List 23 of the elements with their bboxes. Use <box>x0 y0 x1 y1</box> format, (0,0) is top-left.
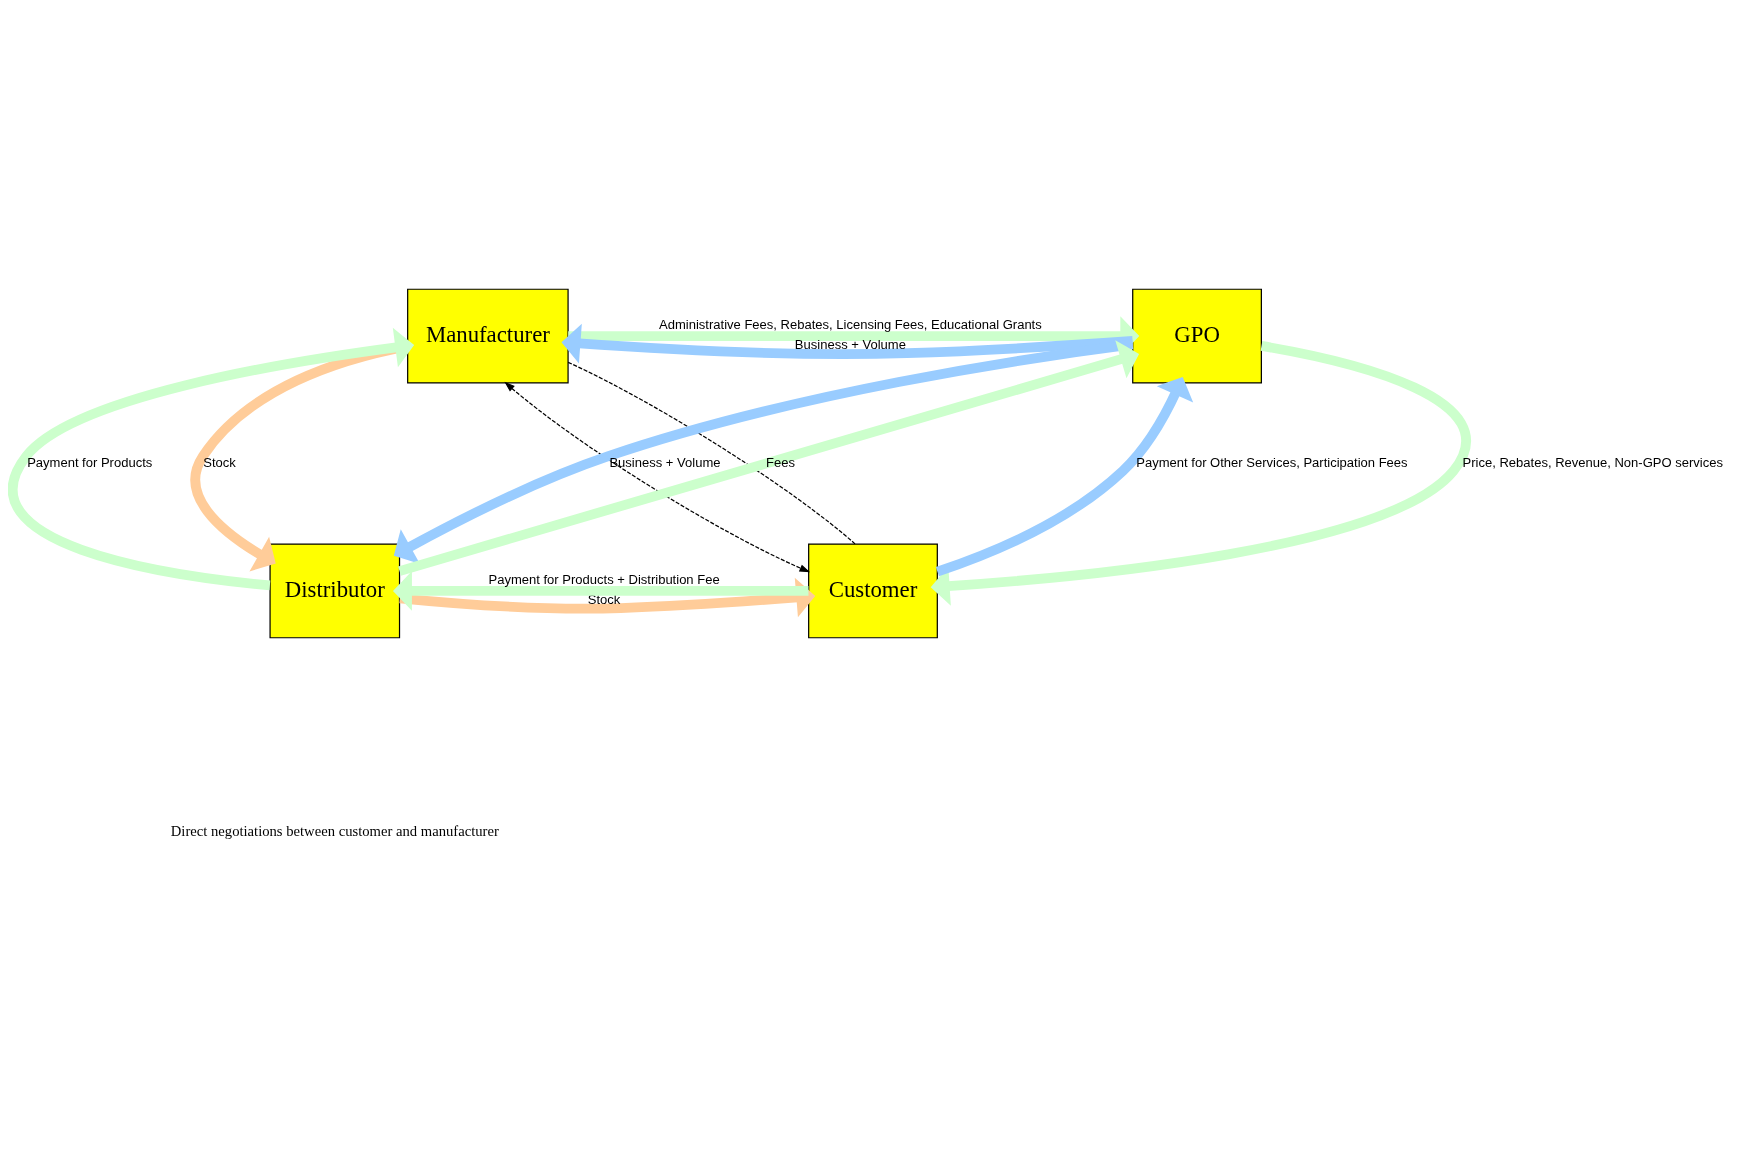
arrow <box>504 381 811 573</box>
legend-label: Direct negotiations between customer and manufacturer <box>170 822 499 839</box>
edge-label: Stock <box>203 454 236 470</box>
edge-label: Payment for Products + Distribution Fee <box>488 572 720 588</box>
node-box: GPO <box>1132 288 1262 384</box>
arrow <box>392 571 809 611</box>
node-box: Customer <box>808 543 938 639</box>
edge-label: Stock <box>587 591 621 607</box>
arrow <box>561 323 1133 364</box>
node-box: Manufacturer <box>407 288 569 384</box>
arrow <box>399 577 816 618</box>
edge-label: Payment for Other Services, Participation Fees <box>1136 454 1408 470</box>
edge-label: Administrative Fees, Rebates, Licensing Fees, Educational Grants <box>659 317 1042 333</box>
edge-label: Price, Rebates, Revenue, Non-GPO services <box>1462 454 1723 470</box>
edge-label: Business + Volume <box>609 454 721 470</box>
node-box: Distributor <box>269 543 401 639</box>
arrow <box>8 327 415 591</box>
arrow <box>935 377 1194 577</box>
edge-label: Business + Volume <box>794 336 906 352</box>
edge-label: Payment for Products <box>27 454 153 470</box>
arrow <box>930 341 1471 606</box>
connector <box>567 361 856 545</box>
edge-label: Fees <box>766 454 796 470</box>
